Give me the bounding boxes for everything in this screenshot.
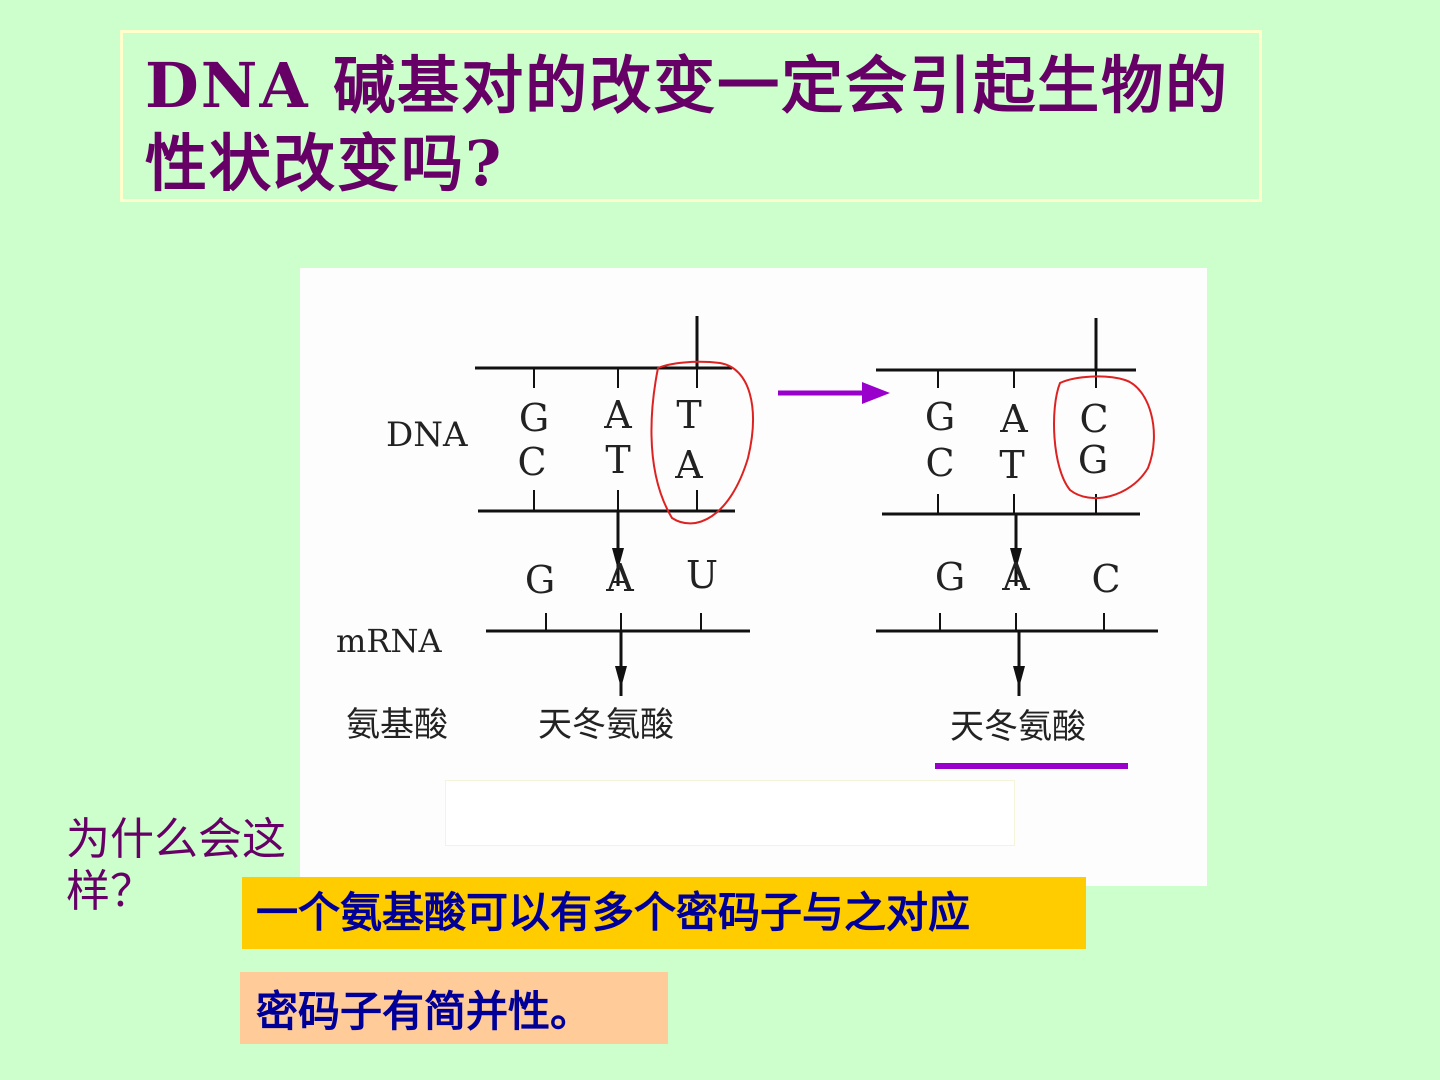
arrowhead (615, 666, 627, 688)
base-after-top-0: G (925, 395, 955, 439)
arrowhead (612, 548, 624, 570)
base-before-top-1: A (603, 393, 632, 437)
mrna-before-0: G (525, 558, 555, 602)
base-after-top-1: A (999, 397, 1028, 441)
mrna-label: mRNA (336, 622, 442, 660)
base-after-bottom-0: C (925, 441, 954, 485)
base-before-top-2: T (676, 393, 701, 437)
base-after-top-2: C (1079, 397, 1108, 441)
arrowhead (1010, 548, 1022, 570)
question-text: 为什么会这样？ (66, 814, 286, 917)
base-before-bottom-2: A (674, 443, 703, 487)
arrowhead (1013, 666, 1025, 688)
base-before-bottom-1: T (605, 438, 630, 482)
mutation-arrow-head (862, 382, 890, 404)
mrna-before-2: U (686, 553, 718, 597)
blank-text-box (445, 780, 1015, 846)
answer-box-2: 密码子有简并性。 (240, 972, 668, 1044)
mrna-after-0: G (935, 555, 965, 599)
base-after-bottom-2: G (1078, 438, 1108, 482)
mrna-after-2: C (1091, 557, 1120, 601)
page-title: DNA 碱基对的改变一定会引起生物的性状改变吗? (145, 49, 1230, 200)
mrna-after-1: A (1001, 555, 1030, 599)
mrna-before-1: A (605, 556, 634, 600)
amino-acid-after: 天冬氨酸 (950, 707, 1086, 747)
amino-acid-before: 天冬氨酸 (538, 705, 674, 745)
answer-box-1: 一个氨基酸可以有多个密码子与之对应 (242, 877, 1086, 949)
diagram-svg: DNA G A T C T A G A U mRNA 氨基酸 天冬氨酸 (336, 316, 1158, 769)
base-after-bottom-1: T (999, 443, 1024, 487)
highlight-circle-after (1053, 375, 1155, 500)
title-box: DNA 碱基对的改变一定会引起生物的性状改变吗? (120, 30, 1262, 202)
base-before-top-0: G (519, 396, 549, 440)
base-before-bottom-0: C (517, 440, 546, 484)
amino-acid-label: 氨基酸 (346, 705, 448, 745)
highlight-circle-before (650, 360, 754, 525)
dna-label: DNA (386, 415, 468, 455)
